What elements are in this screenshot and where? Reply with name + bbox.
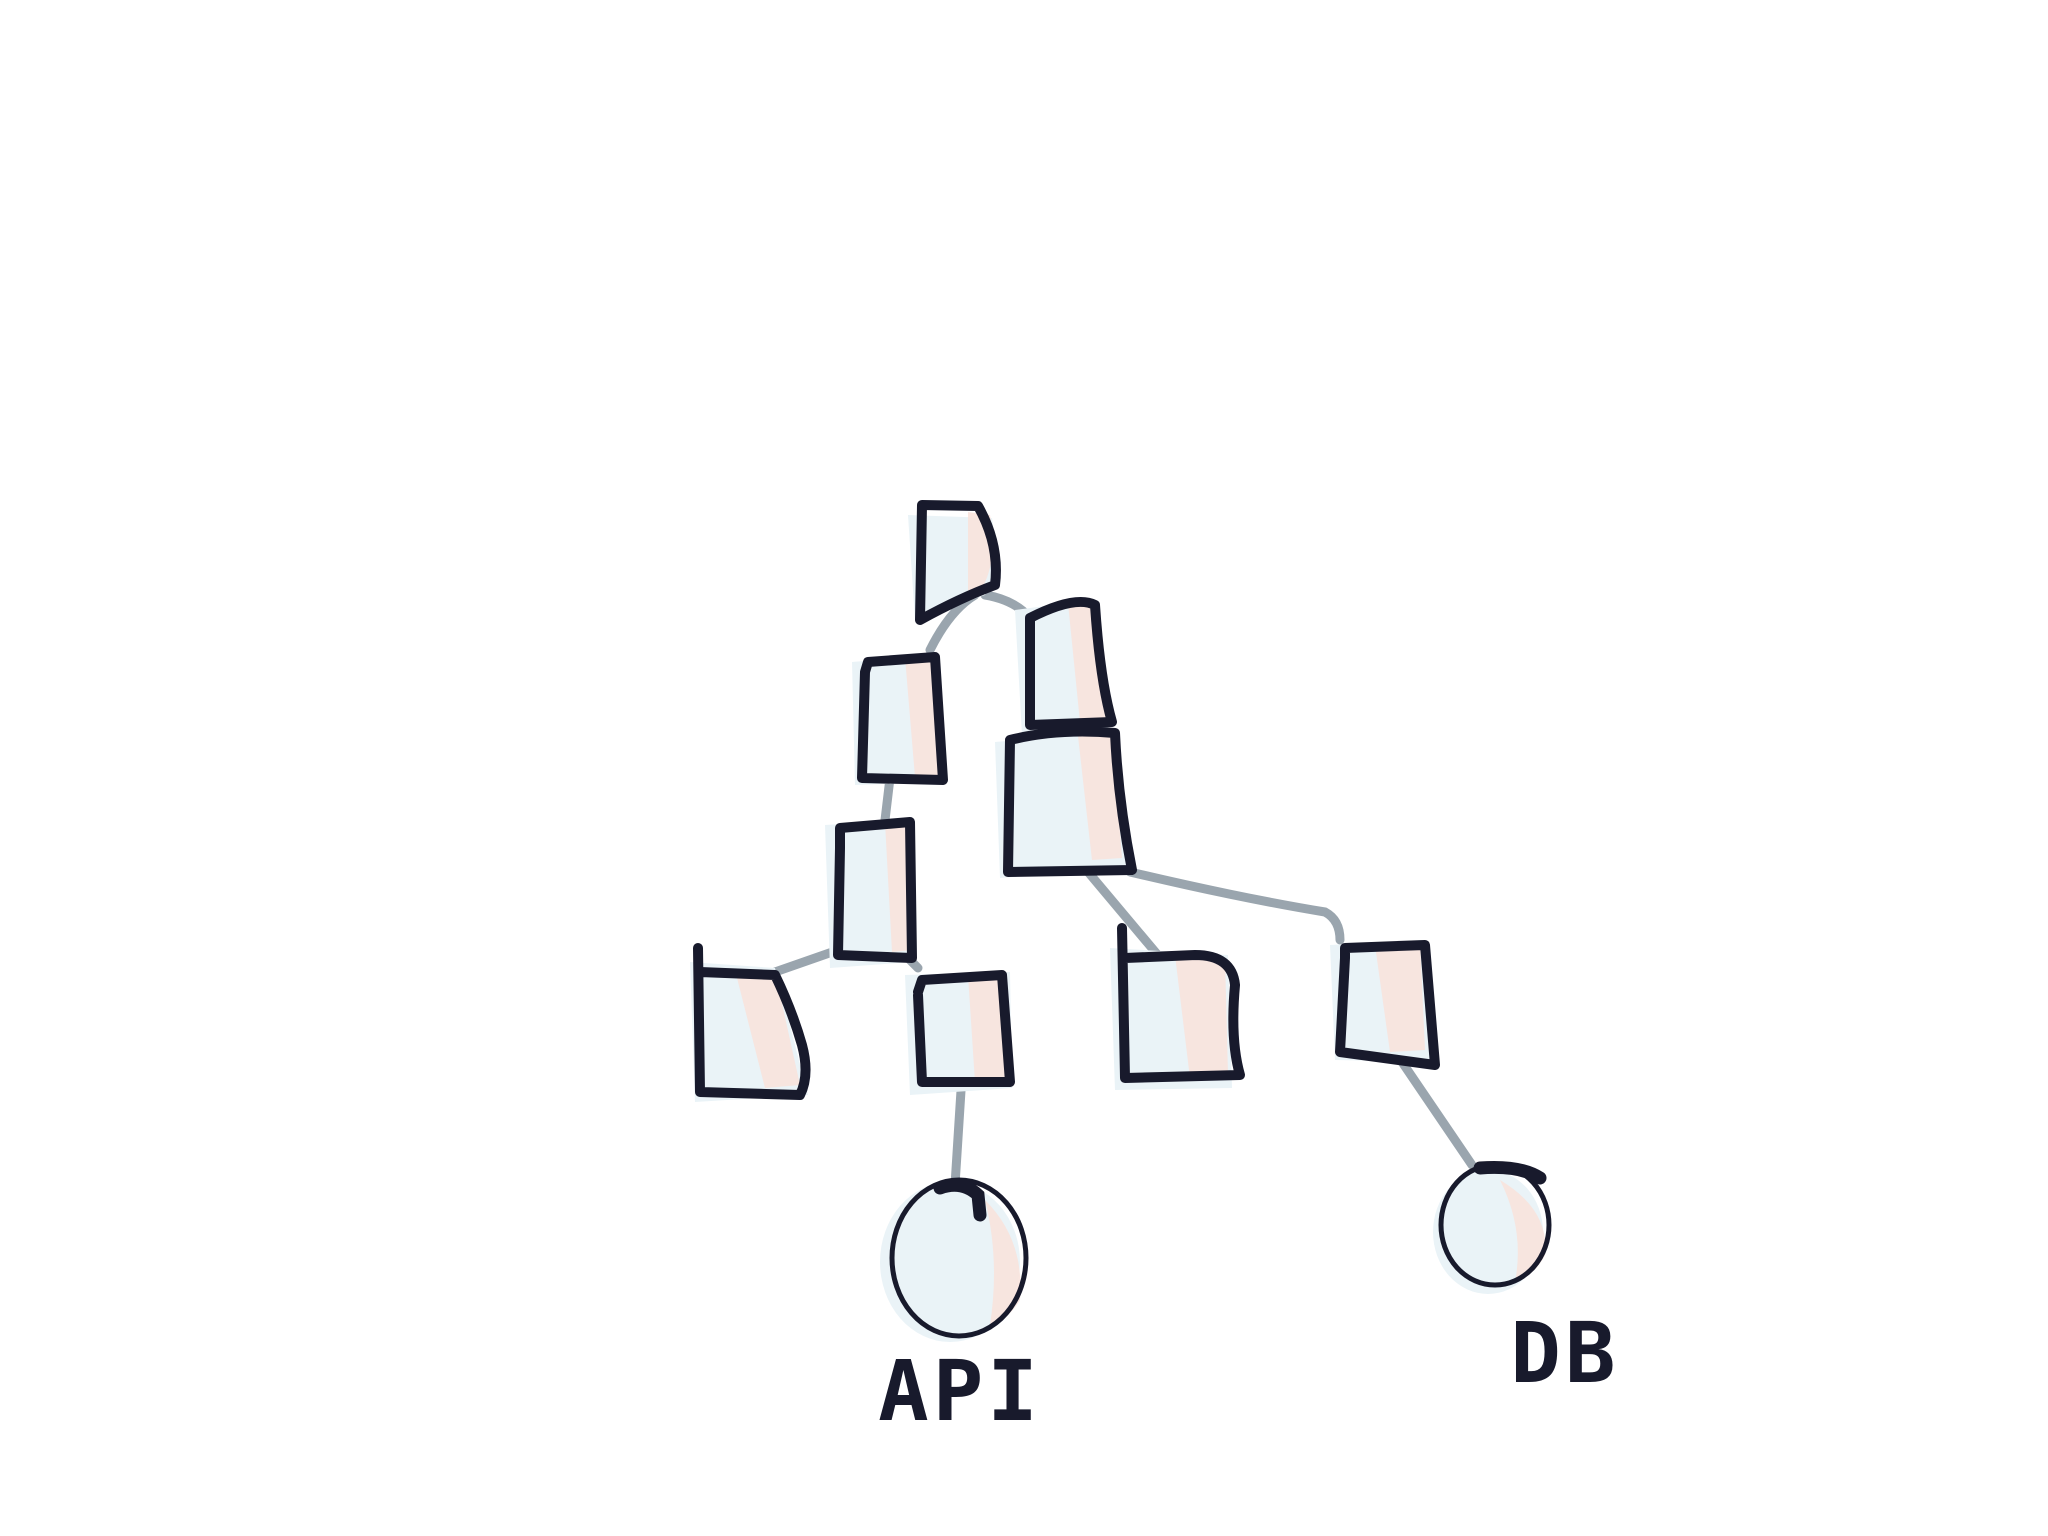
edge-left-child-to-middle xyxy=(880,773,895,825)
api-label: API xyxy=(878,1342,1042,1440)
node-bottom-right xyxy=(1330,940,1440,1070)
db-node xyxy=(1433,1161,1552,1294)
edge-middle-to-bottom-left xyxy=(770,945,843,977)
node-bottom-left xyxy=(690,943,811,1102)
node-bottom-mid-right xyxy=(1110,923,1245,1090)
node-left-level-2 xyxy=(852,652,948,785)
edge-to-db xyxy=(1397,1057,1477,1170)
edge-to-api xyxy=(950,1070,967,1190)
api-node xyxy=(880,1177,1029,1342)
node-bottom-center xyxy=(905,970,1015,1095)
db-label: DB xyxy=(1510,1304,1619,1402)
node-root xyxy=(908,500,1001,625)
edge-large-to-bottom-mid-right xyxy=(1073,855,1167,965)
node-middle-left xyxy=(825,817,917,968)
node-upper-right xyxy=(1015,597,1117,735)
edge-large-to-bottom-right xyxy=(1125,867,1345,945)
node-large-right xyxy=(995,726,1137,878)
